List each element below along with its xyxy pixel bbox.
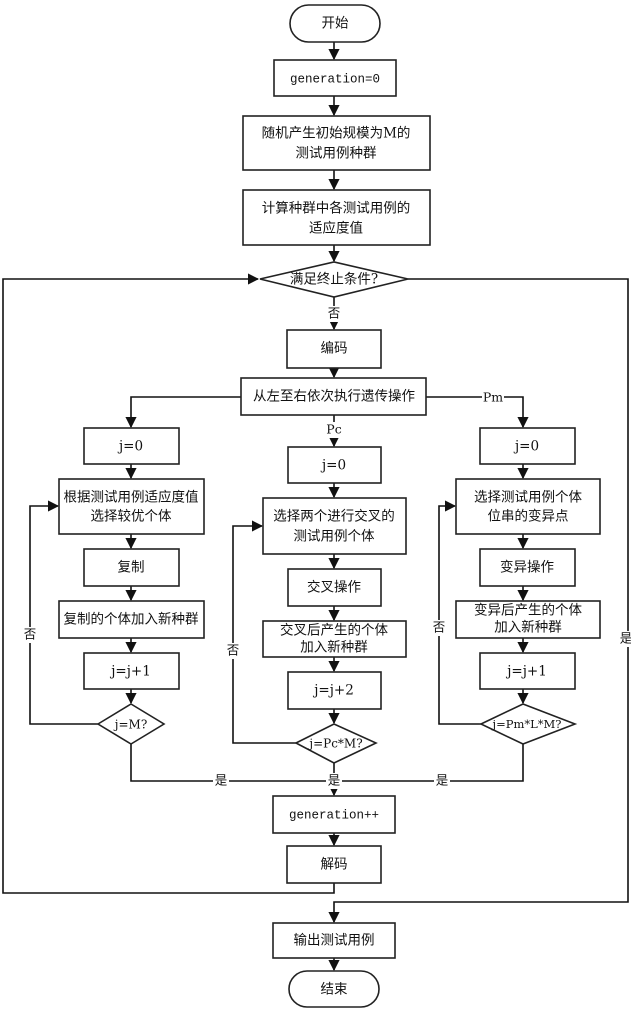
svg-text:j=M?: j=M?: [113, 718, 148, 732]
svg-text:根据测试用例适应度值: 根据测试用例适应度值: [64, 489, 199, 506]
svg-text:加入新种群: 加入新种群: [494, 620, 562, 636]
svg-text:j=Pm*L*M?: j=Pm*L*M?: [491, 717, 562, 731]
svg-text:交叉后产生的个体: 交叉后产生的个体: [280, 622, 388, 639]
svg-text:结束: 结束: [321, 982, 348, 998]
left-add-node: 复制的个体加入新种群: [58, 600, 205, 639]
left-select-node: 根据测试用例适应度值 选择较优个体: [58, 478, 205, 535]
gen-inc-node: generation++: [272, 795, 396, 834]
mid-no-label: 否: [225, 643, 241, 659]
svg-text:是: 是: [215, 773, 228, 788]
arrow-genetic-left: [125, 396, 241, 429]
left-copy-node: 复制: [83, 548, 180, 587]
mid-add-node: 交叉后产生的个体 加入新种群: [262, 620, 407, 658]
left-check-decision: j=M?: [96, 703, 166, 745]
mid-cross-node: 交叉操作: [287, 568, 382, 607]
svg-text:变异后产生的个体: 变异后产生的个体: [474, 603, 582, 619]
init-label-1: 随机产生初始规模为M的: [262, 125, 411, 142]
svg-text:测试用例个体: 测试用例个体: [294, 529, 375, 545]
loop-left-no: [29, 500, 98, 725]
left-inc-node: j=j+1: [83, 652, 180, 690]
end-node: 结束: [288, 970, 380, 1008]
loop-right-no: [438, 500, 481, 725]
terminate-yes-label: 是: [620, 631, 631, 647]
svg-text:j=0: j=0: [117, 439, 143, 455]
svg-text:否: 否: [328, 306, 341, 321]
svg-text:是: 是: [436, 773, 449, 788]
right-add-node: 变异后产生的个体 加入新种群: [455, 600, 601, 639]
gen0-label: generation=0: [290, 72, 380, 86]
svg-text:generation++: generation++: [289, 808, 379, 822]
genetic-ops-node: 从左至右依次执行遗传操作: [240, 377, 427, 416]
right-j0-node: j=0: [479, 427, 576, 465]
genetic-ops-label: 从左至右依次执行遗传操作: [253, 389, 415, 405]
encode-label: 编码: [321, 341, 348, 357]
arrow-genetic-right: [426, 396, 529, 429]
start-node: 开始: [289, 4, 381, 43]
terminate-decision: 满足终止条件?: [259, 261, 409, 298]
mid-j0-node: j=0: [287, 446, 382, 484]
svg-text:Pc: Pc: [326, 422, 341, 437]
loop-back-terminate: [2, 273, 335, 894]
svg-text:是: 是: [620, 631, 631, 646]
svg-text:加入新种群: 加入新种群: [300, 640, 368, 656]
line-terminate-yes: [328, 278, 629, 924]
line-right-yes: [334, 744, 524, 782]
left-yes-label: 是: [213, 773, 229, 789]
right-select-node: 选择测试用例个体 位串的变异点: [455, 478, 601, 535]
right-no-label: 否: [431, 620, 447, 636]
encode-node: 编码: [286, 329, 382, 369]
terminate-label: 满足终止条件?: [290, 271, 378, 288]
svg-text:复制: 复制: [118, 559, 145, 576]
svg-text:位串的变异点: 位串的变异点: [488, 509, 569, 525]
pc-label: Pc: [324, 422, 344, 438]
svg-text:输出测试用例: 输出测试用例: [294, 933, 375, 949]
mid-check-decision: j=Pc*M?: [294, 723, 378, 764]
init-node: 随机产生初始规模为M的 测试用例种群: [242, 115, 431, 171]
left-no-label: 否: [22, 627, 38, 643]
svg-text:选择测试用例个体: 选择测试用例个体: [474, 490, 582, 506]
line-left-yes: [130, 744, 334, 782]
right-check-decision: j=Pm*L*M?: [479, 703, 578, 745]
loop-mid-no: [232, 520, 296, 744]
mid-select-node: 选择两个进行交叉的 测试用例个体: [262, 497, 407, 555]
svg-text:Pm: Pm: [483, 390, 503, 405]
start-label: 开始: [322, 16, 349, 32]
fitness-node: 计算种群中各测试用例的 适应度值: [242, 189, 431, 246]
svg-text:解码: 解码: [321, 857, 348, 873]
svg-text:j=j+1: j=j+1: [505, 664, 547, 680]
connectors: [2, 42, 629, 972]
mid-yes-label: 是: [326, 773, 342, 789]
mid-inc-node: j=j+2: [287, 671, 382, 710]
gen0-node: generation=0: [273, 59, 397, 97]
svg-text:否: 否: [24, 627, 37, 642]
svg-text:j=Pc*M?: j=Pc*M?: [307, 737, 362, 751]
left-j0-node: j=0: [83, 427, 180, 465]
svg-text:否: 否: [433, 620, 446, 635]
fitness-label-2: 适应度值: [309, 220, 363, 237]
svg-text:是: 是: [328, 773, 341, 788]
right-yes-label: 是: [434, 773, 450, 789]
output-node: 输出测试用例: [272, 922, 396, 959]
right-inc-node: j=j+1: [479, 652, 576, 690]
svg-text:选择两个进行交叉的: 选择两个进行交叉的: [273, 508, 395, 525]
pm-label: Pm: [482, 390, 504, 405]
svg-text:j=j+1: j=j+1: [109, 664, 151, 680]
svg-text:复制的个体加入新种群: 复制的个体加入新种群: [64, 611, 199, 628]
init-label-2: 测试用例种群: [296, 146, 377, 162]
right-mutate-node: 变异操作: [479, 548, 576, 587]
svg-text:变异操作: 变异操作: [500, 560, 554, 576]
decode-node: 解码: [286, 845, 382, 884]
svg-text:交叉操作: 交叉操作: [307, 579, 361, 596]
svg-text:j=0: j=0: [513, 439, 539, 455]
svg-text:选择较优个体: 选择较优个体: [91, 509, 172, 525]
svg-text:否: 否: [227, 643, 240, 658]
svg-text:j=0: j=0: [320, 458, 346, 474]
fitness-label-1: 计算种群中各测试用例的: [262, 201, 411, 217]
no-label-terminate: 否: [326, 306, 342, 322]
svg-text:j=j+2: j=j+2: [312, 683, 354, 699]
